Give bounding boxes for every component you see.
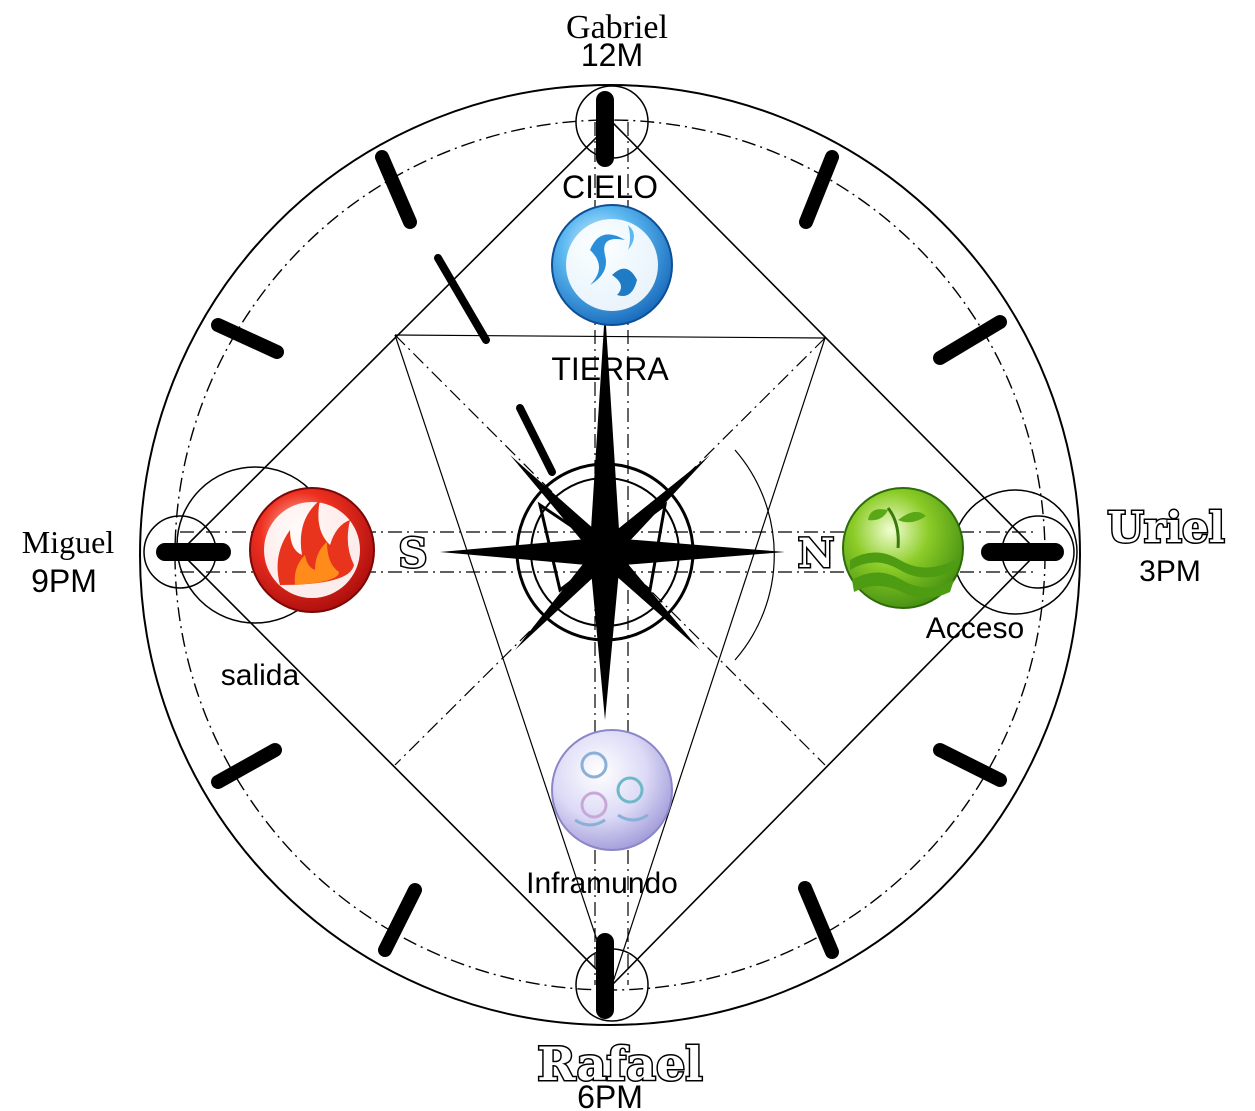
right-angel-label: Uriel — [1107, 503, 1224, 552]
north-direction-label: N — [798, 530, 835, 577]
water-element-orb — [552, 205, 672, 325]
left-time-label: 9PM — [31, 563, 97, 599]
right-time-label: 3PM — [1139, 555, 1201, 588]
salida-label: salida — [221, 659, 300, 692]
acceso-label: Acceso — [926, 612, 1024, 645]
tierra-label: TIERRA — [551, 351, 669, 387]
inframundo-label: Inframundo — [526, 867, 678, 900]
top-time-label: 12M — [581, 37, 643, 73]
earth-element-orb — [843, 488, 963, 608]
cielo-label: CIELO — [562, 169, 658, 205]
fire-element-orb — [250, 488, 374, 612]
left-angel-label: Miguel — [22, 524, 115, 560]
bottom-time-label: 6PM — [577, 1079, 643, 1111]
south-direction-label: S — [399, 530, 428, 577]
air-element-orb — [552, 730, 672, 850]
needle-east — [612, 538, 785, 566]
